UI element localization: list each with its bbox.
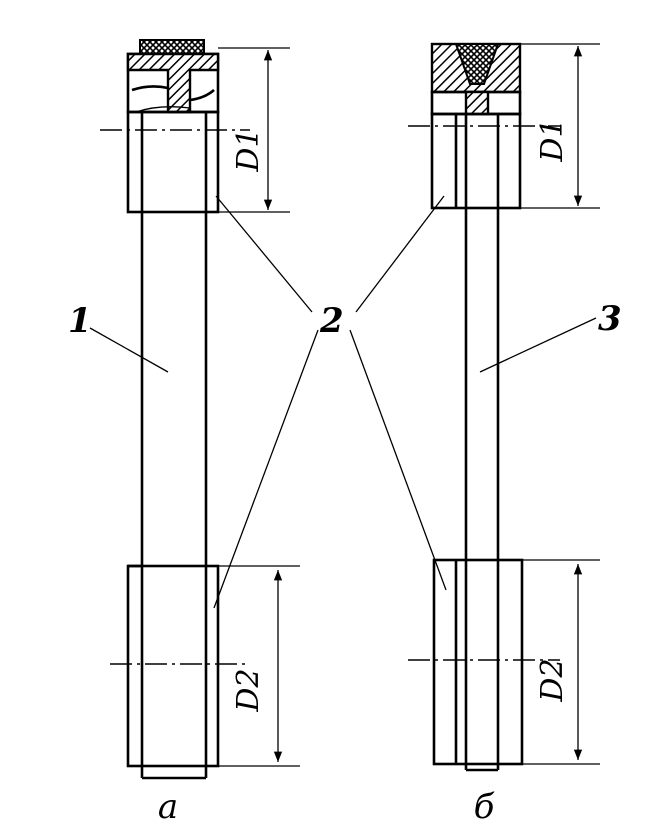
dimension-d2-b-label: D2: [535, 658, 570, 702]
dimension-d1-b-label: D1: [535, 118, 570, 162]
part-number-2: 2: [319, 301, 344, 341]
leader-1: [89, 327, 169, 373]
shaft-1: [140, 112, 208, 780]
leader-2-lower-right: [349, 329, 447, 591]
part-number-1: 1: [68, 301, 92, 341]
dimension-d2-a-label: D2: [231, 668, 266, 712]
part-number-3: 3: [598, 299, 622, 339]
caption-b: б: [474, 787, 495, 827]
leader-3: [479, 317, 597, 373]
dimension-d2-b: D2: [522, 559, 600, 765]
shaft-3: [464, 114, 500, 772]
leader-2-lower-left: [213, 329, 319, 609]
leader-lines: [89, 195, 597, 609]
dimension-d1-a-label: D1: [231, 128, 266, 172]
view-a: D1 D2: [100, 39, 300, 780]
dimension-d2-a: D2: [218, 565, 300, 767]
caption-a: а: [158, 787, 178, 827]
dimension-d1-a: D1: [218, 47, 290, 213]
lower-hub-b: [432, 558, 524, 766]
leader-2-upper-right: [355, 195, 445, 313]
upper-collar-a: [126, 110, 220, 214]
wedge-insert-b: [454, 43, 500, 85]
knurled-cap-a: [139, 39, 205, 55]
upper-collar-b: [430, 112, 522, 210]
upper-hub-b: [430, 42, 522, 116]
leader-2-upper-left: [215, 195, 313, 313]
dimension-d1-b: D1: [520, 43, 600, 209]
upper-hub-a: [126, 52, 220, 114]
lower-hub-a: [126, 564, 220, 768]
view-b: D1 D2: [408, 42, 600, 772]
